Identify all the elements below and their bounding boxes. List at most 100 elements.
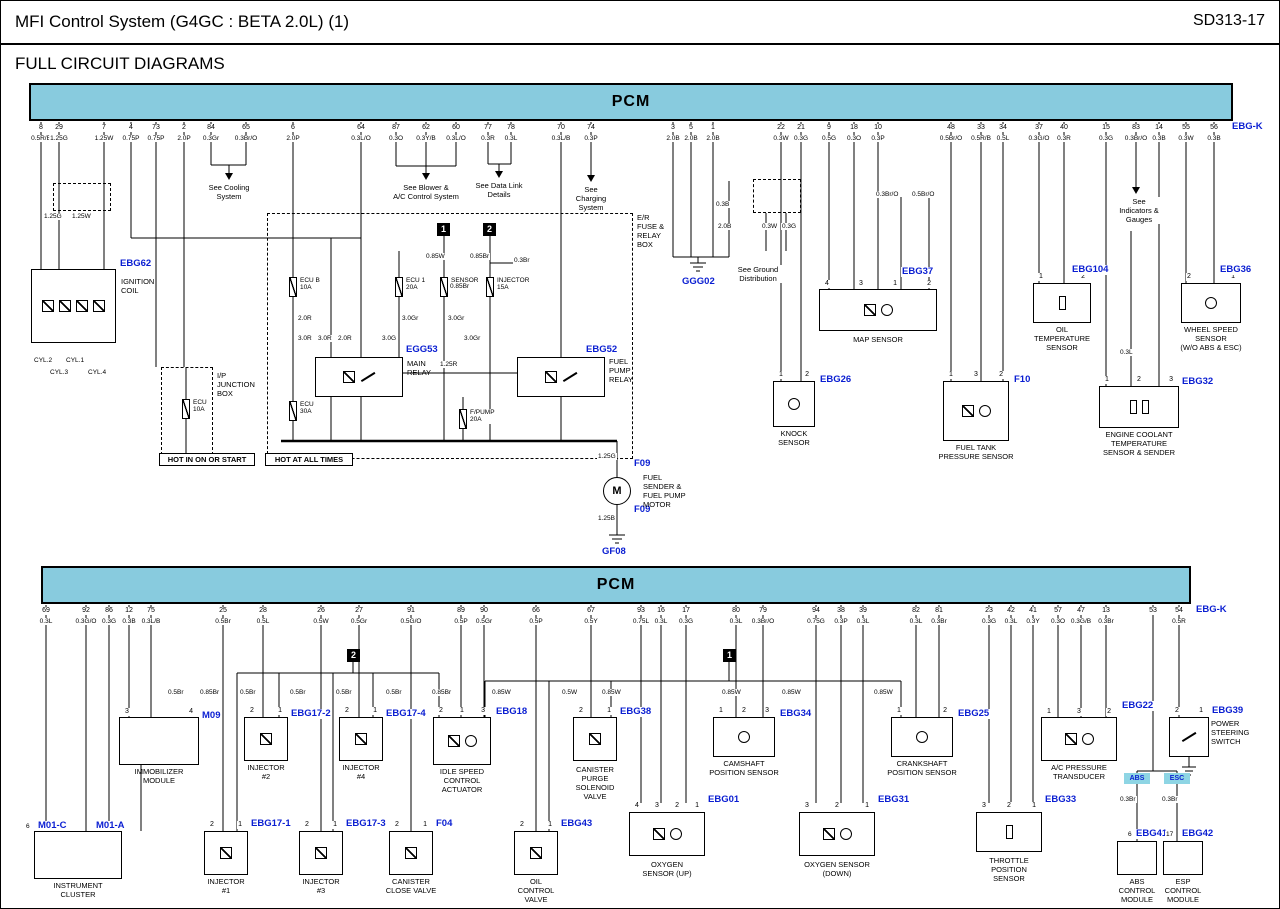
pin-number: 2	[674, 802, 680, 810]
pcm-pin-number: 94	[811, 607, 821, 615]
wire-gauge-label: 0.5L	[995, 135, 1011, 143]
connector-m01-a[interactable]: M01-A	[95, 820, 126, 832]
connector-ebg17-1[interactable]: EBG17-1	[250, 818, 292, 830]
wire-routing	[131, 163, 1196, 841]
wire-gauge-label: 0.85Br	[431, 689, 453, 697]
wire-gauge-label: 0.85W	[425, 253, 446, 261]
power-steering-box	[1169, 717, 1209, 757]
connector-ebg22[interactable]: EBG22	[1121, 700, 1155, 712]
wire-gauge-label: 0.3W	[1177, 135, 1195, 143]
connector-f09-top[interactable]: F09	[633, 458, 652, 470]
connector-ebg25[interactable]: EBG25	[957, 708, 991, 720]
connector-m01-c[interactable]: M01-C	[37, 820, 68, 832]
fuel-pump-relay-label: FUEL PUMP RELAY	[609, 357, 634, 384]
wire-gauge-label: 0.75L	[631, 618, 651, 626]
wire-gauge-label: 0.3L	[1003, 618, 1019, 626]
wire-gauge-label: 0.3G	[792, 135, 810, 143]
connector-ebg62[interactable]: EBG62	[119, 258, 153, 270]
connector-ebg36[interactable]: EBG36	[1219, 264, 1253, 276]
wire-gauge-label: 0.85W	[601, 689, 622, 697]
pcm-pin-number: 66	[531, 607, 541, 615]
connector-ebg41[interactable]: EBG41	[1135, 828, 1169, 840]
connector-gf08[interactable]: GF08	[601, 546, 627, 558]
connector-f04[interactable]: F04	[435, 818, 454, 830]
pcm-pin-number: 4	[128, 124, 134, 132]
connector-ebg42[interactable]: EBG42	[1181, 828, 1215, 840]
pin-number: 2	[926, 280, 932, 288]
wire-gauge-label: 0.3Br/O	[750, 618, 776, 626]
knock-sensor-label: KNOCK SENSOR	[778, 429, 810, 447]
wire-gauge-label: 0.5G	[820, 135, 838, 143]
connector-ebg104[interactable]: EBG104	[1071, 264, 1110, 276]
connector-ebg18[interactable]: EBG18	[495, 706, 529, 718]
connector-f10[interactable]: F10	[1013, 374, 1032, 386]
connector-ebg17-4[interactable]: EBG17-4	[385, 708, 427, 720]
injector1-label: INJECTOR #1	[207, 877, 245, 895]
connector-ebg52[interactable]: EBG52	[585, 344, 619, 356]
pin-number: 1	[547, 821, 553, 829]
wire-gauge-label: 1.25W	[93, 135, 115, 143]
wire-gauge-label: 0.5R	[1171, 618, 1187, 626]
pcm-pin-number: 8	[38, 124, 44, 132]
wire-gauge-label: 3.0G	[381, 335, 398, 343]
connector-ebg33[interactable]: EBG33	[1044, 794, 1078, 806]
junction-ref-1-bottom: 1	[723, 649, 736, 662]
wire-gauge-label: 0.3G	[677, 618, 695, 626]
pin-number: 3	[804, 802, 810, 810]
connector-ebg-k-top[interactable]: EBG-K	[1231, 121, 1264, 133]
connector-ebg17-2[interactable]: EBG17-2	[290, 708, 332, 720]
injector-symbol	[355, 733, 367, 745]
connector-ggg02[interactable]: GGG02	[681, 276, 716, 288]
symbol	[863, 304, 876, 316]
wire-gauge-label: 0.85Br	[469, 253, 491, 261]
o2-down-box	[799, 812, 875, 856]
pcm-pin-number: 15	[1101, 124, 1111, 132]
connector-ebg37[interactable]: EBG37	[901, 266, 935, 278]
wire-gauge-label: 0.3L	[1119, 349, 1134, 357]
connector-ebg26[interactable]: EBG26	[819, 374, 853, 386]
connector-ebg39[interactable]: EBG39	[1211, 705, 1245, 717]
wire-gauge-label: 3.0Gr	[447, 315, 466, 323]
wire-gauge-label: 3.0R	[317, 335, 333, 343]
junction-ref-2-bottom: 2	[347, 649, 360, 662]
connector-m09[interactable]: M09	[201, 710, 222, 722]
wire-gauge-label: 1.25W	[71, 213, 92, 221]
connector-ebg31[interactable]: EBG31	[877, 794, 911, 806]
cam-sensor-label: CAMSHAFT POSITION SENSOR	[709, 759, 779, 777]
wire-gauge-label: 0.3L	[653, 618, 669, 626]
main-relay-label: MAIN RELAY	[407, 359, 432, 377]
pcm-pin-number: 47	[1076, 607, 1086, 615]
pcm-pin-number: 90	[479, 607, 489, 615]
connector-egg53[interactable]: EGG53	[405, 344, 439, 356]
wire-gauge-label: 0.3G	[781, 223, 798, 231]
fuse-injector: INJECTOR 15A	[486, 277, 530, 297]
pcm-pin-number: 22	[776, 124, 786, 132]
connector-ebg01[interactable]: EBG01	[707, 794, 741, 806]
pcm-pin-number: 29	[54, 124, 64, 132]
pcm-pin-number: 74	[586, 124, 596, 132]
wire-gauge-label: 0.85W	[721, 689, 742, 697]
pcm-pin-number: 54	[1174, 607, 1184, 615]
wire-gauge-label: 2.0B	[705, 135, 721, 143]
connector-ebg17-3[interactable]: EBG17-3	[345, 818, 387, 830]
connector-ebg43[interactable]: EBG43	[560, 818, 594, 830]
pin-number: 2	[1186, 273, 1192, 281]
connector-ebg34[interactable]: EBG34	[779, 708, 813, 720]
pin-number: 1	[718, 707, 724, 715]
connector-ebg32[interactable]: EBG32	[1181, 376, 1215, 388]
connector-ebg-k-bottom[interactable]: EBG-K	[1195, 604, 1228, 616]
ect-sensor-box	[1099, 386, 1179, 428]
see-data-link: See Data Link Details	[461, 181, 537, 199]
pin-number: 2	[1106, 708, 1112, 716]
pin-number: 1	[864, 802, 870, 810]
injector4-label: INJECTOR #4	[342, 763, 380, 781]
wire-gauge-label: 0.3W	[772, 135, 790, 143]
connector-f09-bottom[interactable]: F09	[633, 504, 652, 516]
connector-ebg38[interactable]: EBG38	[619, 706, 653, 718]
wire-gauge-label: 0.5Br	[289, 689, 307, 697]
fuse-label: F/PUMP 20A	[470, 409, 495, 424]
